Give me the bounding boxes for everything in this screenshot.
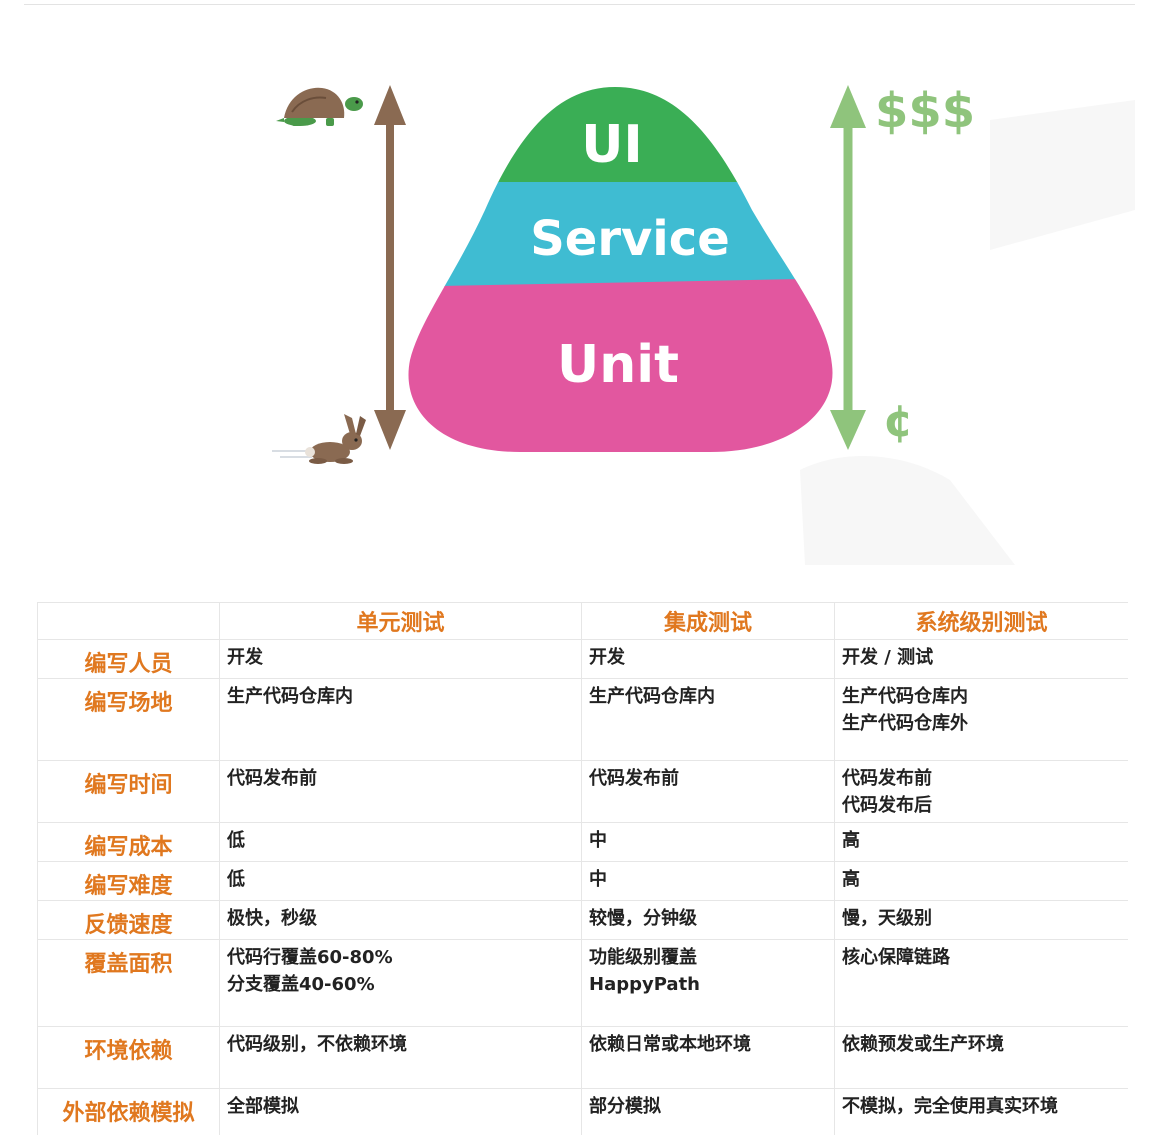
table-cell: 高: [834, 861, 1128, 901]
pyramid-label-ui: UI: [581, 115, 643, 175]
cost-arrow: [830, 85, 866, 450]
row-label: 编写时间: [37, 760, 220, 823]
row-label: 环境依赖: [37, 1026, 220, 1089]
pyramid-label-service: Service: [530, 211, 730, 267]
row-label: 反馈速度: [37, 900, 220, 940]
table-row: 编写人员 开发 开发 开发 / 测试: [37, 639, 1128, 679]
table-cell: 开发 / 测试: [834, 639, 1128, 679]
table-cell: 代码发布前: [581, 760, 835, 823]
table-cell: 极快，秒级: [219, 900, 582, 940]
row-label: 编写难度: [37, 861, 220, 901]
header-system-test: 系统级别测试: [834, 602, 1128, 640]
speed-arrow: [374, 85, 406, 450]
table-cell: 全部模拟: [219, 1088, 582, 1135]
table-cell: 核心保障链路: [834, 939, 1128, 1027]
background-watermark: [800, 100, 1135, 565]
header-unit-test: 单元测试: [219, 602, 582, 640]
cost-low-label: ¢: [883, 396, 914, 447]
table-row: 编写场地 生产代码仓库内 生产代码仓库内 生产代码仓库内生产代码仓库外: [37, 678, 1128, 761]
table-cell: 依赖预发或生产环境: [834, 1026, 1128, 1089]
table-row: 编写时间 代码发布前 代码发布前 代码发布前代码发布后: [37, 760, 1128, 823]
table-header-row: 单元测试 集成测试 系统级别测试: [37, 602, 1128, 640]
table-row: 外部依赖模拟 全部模拟 部分模拟 不模拟，完全使用真实环境: [37, 1088, 1128, 1135]
table-cell: 依赖日常或本地环境: [581, 1026, 835, 1089]
header-integration-test: 集成测试: [581, 602, 835, 640]
table-cell: 不模拟，完全使用真实环境: [834, 1088, 1128, 1135]
table-cell: 低: [219, 861, 582, 901]
table-cell: 生产代码仓库内: [581, 678, 835, 761]
table-cell: 代码级别，不依赖环境: [219, 1026, 582, 1089]
table-cell: 代码行覆盖60-80%分支覆盖40-60%: [219, 939, 582, 1027]
row-label: 编写成本: [37, 822, 220, 862]
table-cell: 开发: [581, 639, 835, 679]
table-cell: 代码发布前: [219, 760, 582, 823]
table-cell: 低: [219, 822, 582, 862]
table-row: 编写难度 低 中 高: [37, 861, 1128, 901]
table-cell: 较慢，分钟级: [581, 900, 835, 940]
header-empty: [37, 602, 220, 640]
table-cell: 部分模拟: [581, 1088, 835, 1135]
pyramid-label-unit: Unit: [557, 335, 679, 395]
row-label: 覆盖面积: [37, 939, 220, 1027]
table-row: 反馈速度 极快，秒级 较慢，分钟级 慢，天级别: [37, 900, 1128, 940]
table-cell: 代码发布前代码发布后: [834, 760, 1128, 823]
top-divider: [24, 4, 1135, 5]
pyramid-layer-unit: [408, 279, 833, 452]
comparison-table-container: 单元测试 集成测试 系统级别测试 编写人员 开发 开发 开发 / 测试 编写场地…: [37, 602, 1128, 1135]
test-comparison-table: 单元测试 集成测试 系统级别测试 编写人员 开发 开发 开发 / 测试 编写场地…: [37, 602, 1128, 1135]
table-cell: 中: [581, 822, 835, 862]
table-cell: 中: [581, 861, 835, 901]
cost-high-label: $$$: [875, 83, 975, 139]
table-cell: 生产代码仓库内生产代码仓库外: [834, 678, 1128, 761]
rabbit-icon: [272, 414, 366, 464]
test-pyramid-diagram: UI Service Unit $$$ ¢: [272, 83, 1135, 565]
table-cell: 开发: [219, 639, 582, 679]
table-cell: 慢，天级别: [834, 900, 1128, 940]
row-label: 编写场地: [37, 678, 220, 761]
table-cell: 高: [834, 822, 1128, 862]
turtle-icon: [276, 87, 363, 126]
table-row: 环境依赖 代码级别，不依赖环境 依赖日常或本地环境 依赖预发或生产环境: [37, 1026, 1128, 1089]
row-label: 外部依赖模拟: [37, 1088, 220, 1135]
table-cell: 生产代码仓库内: [219, 678, 582, 761]
table-row: 编写成本 低 中 高: [37, 822, 1128, 862]
row-label: 编写人员: [37, 639, 220, 679]
